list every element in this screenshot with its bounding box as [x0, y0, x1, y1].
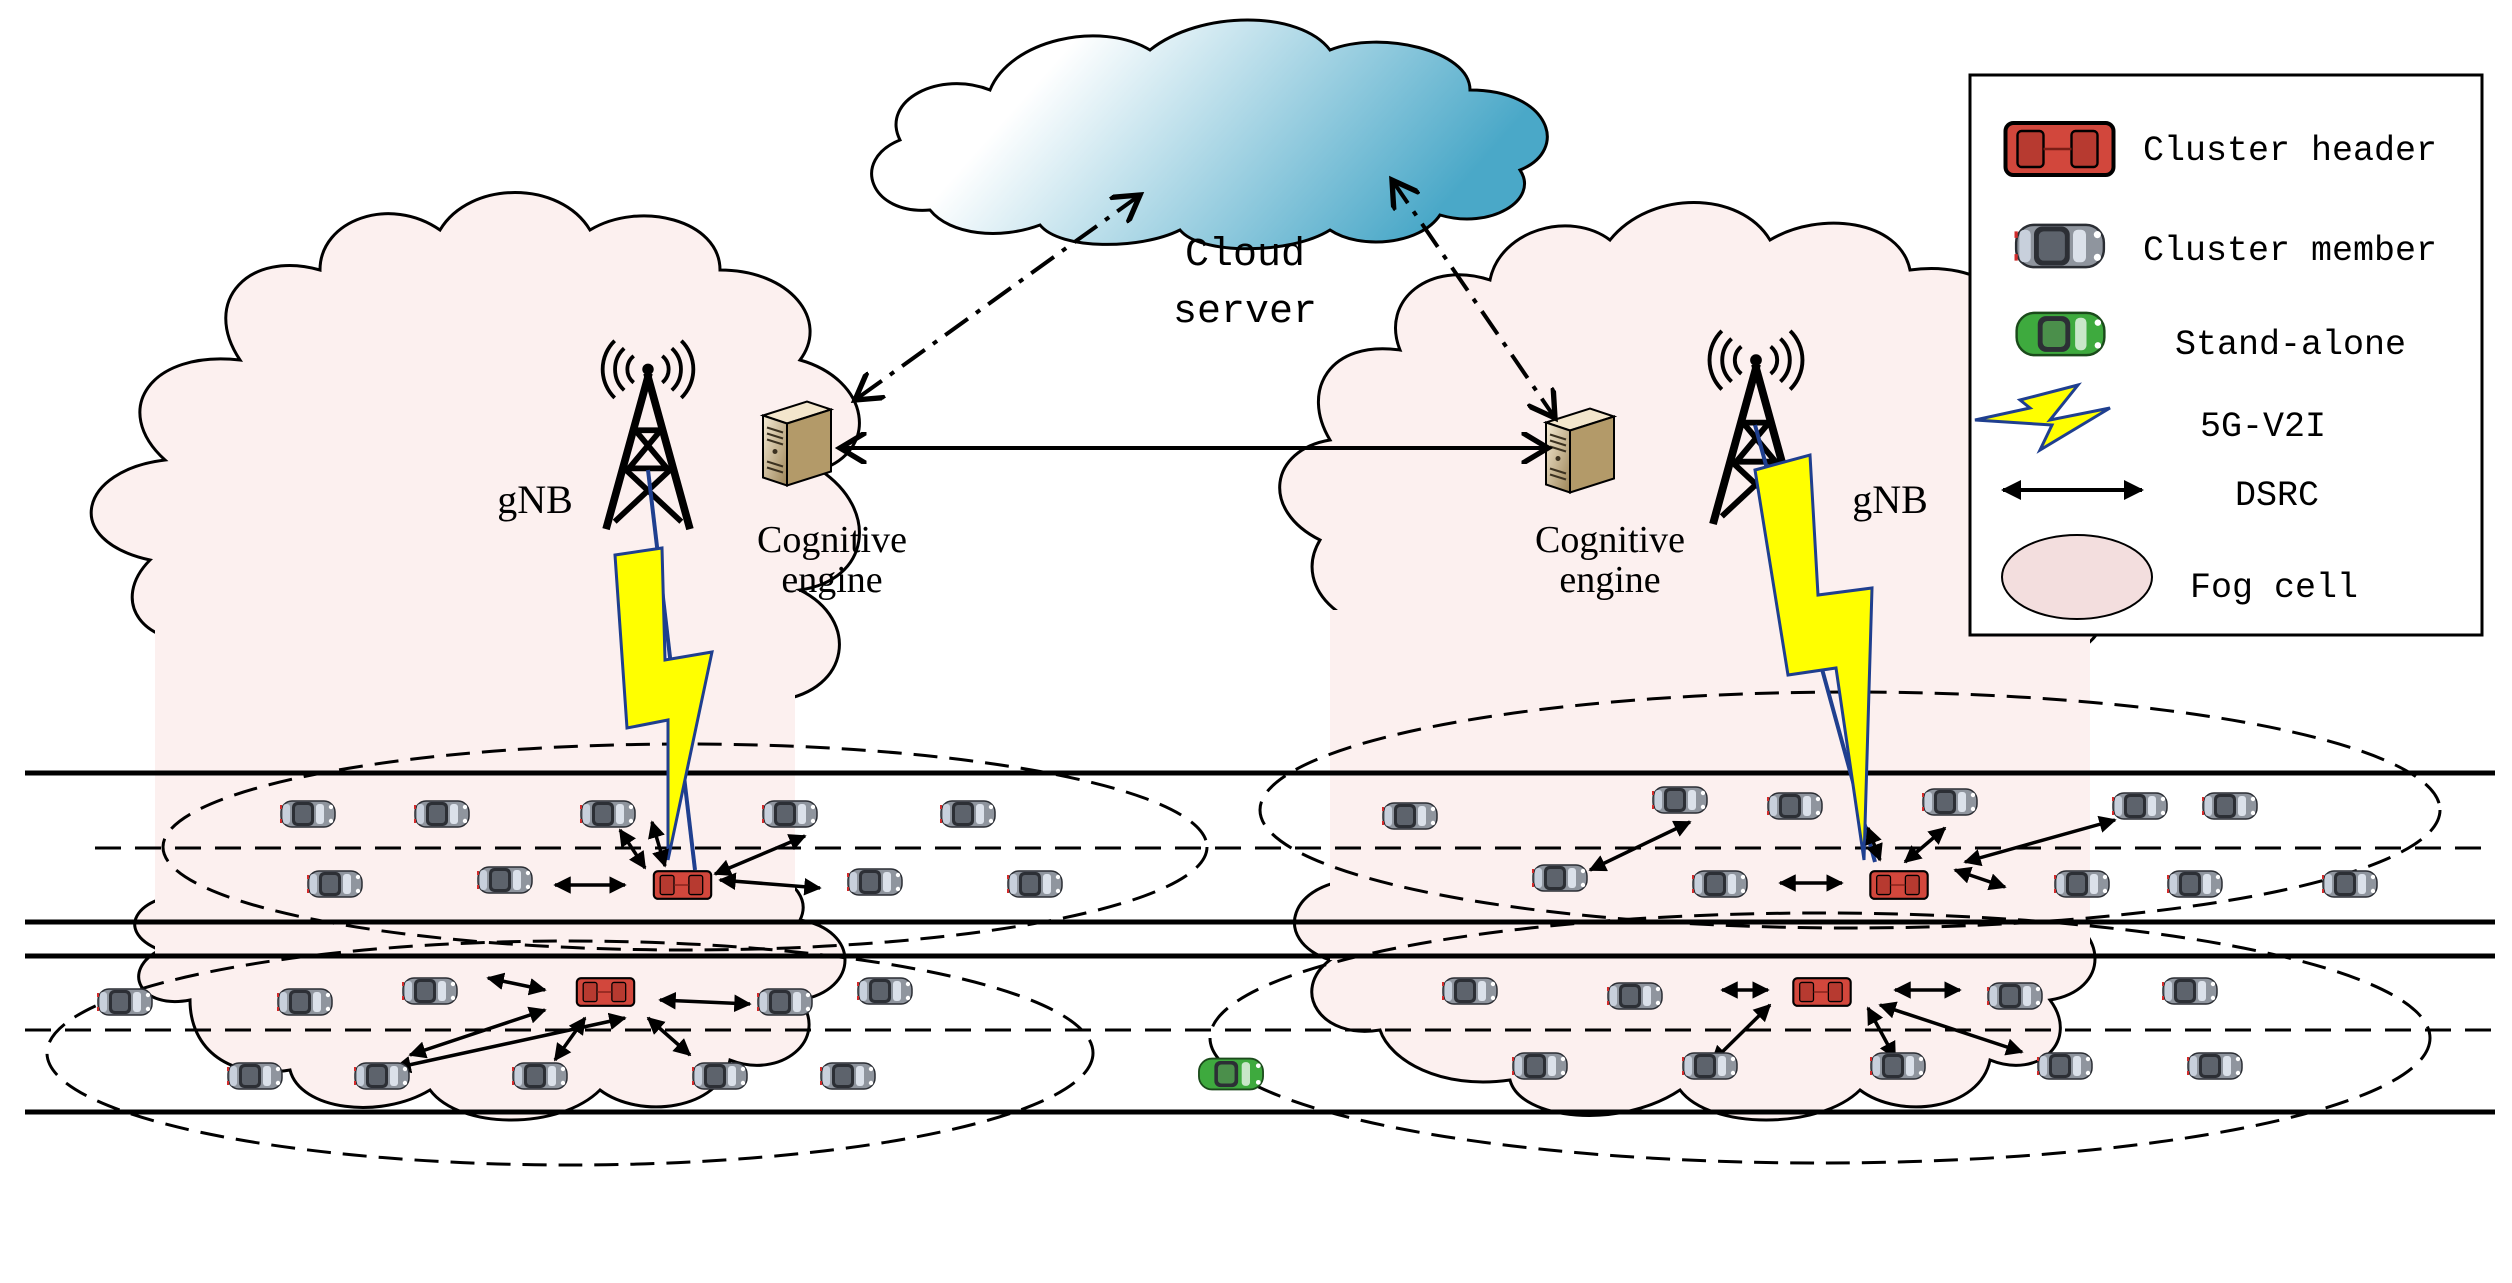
- legend-label-fog-cell: Fog cell: [2190, 568, 2358, 608]
- gnb-label-left: gNB: [497, 477, 573, 522]
- lightning-icon: [1753, 453, 1874, 861]
- server-icon: [761, 400, 833, 487]
- cluster-header-car-icon: [1868, 869, 1930, 901]
- backbone-links: [840, 180, 1555, 448]
- cluster-member-car-icon: [2053, 870, 2110, 898]
- right-cognitive-engine: Cognitive engine: [1535, 407, 1685, 601]
- lightning-icon: [613, 546, 714, 861]
- engine-label-left-line2: engine: [781, 559, 882, 601]
- stand-alone-car-icon: [1198, 1057, 1264, 1091]
- cluster-member-car-icon: [1511, 1052, 1568, 1080]
- legend-fog-cell-icon: [2001, 534, 2153, 620]
- cluster-member-car-icon: [306, 870, 363, 898]
- cloud-server: Cloud server: [870, 18, 1549, 335]
- cluster-member-car-icon: [279, 800, 336, 828]
- engine-label-right-line1: Cognitive: [1535, 519, 1685, 561]
- cluster-member-car-icon: [819, 1062, 876, 1090]
- server-icon: [1544, 407, 1616, 494]
- cluster-member-car-icon: [2321, 870, 2378, 898]
- dsrc-links: [393, 815, 2117, 1074]
- cluster-member-car-icon: [846, 868, 903, 896]
- cluster-member-car-icon: [96, 988, 153, 1016]
- left-base-station: gNB: [497, 341, 693, 526]
- cluster-member-car-icon: [2201, 792, 2258, 820]
- fog-cell-left: [89, 191, 861, 1122]
- right-base-station: gNB: [1710, 331, 1928, 522]
- cluster-member-car-icon: [2186, 1052, 2243, 1080]
- cluster-member-car-icon: [1531, 864, 1588, 892]
- cluster-member-car-icon: [691, 1062, 748, 1090]
- cluster-member-car-icon: [579, 800, 636, 828]
- cluster-member-car-icon: [353, 1062, 410, 1090]
- legend-label-5g-v2i: 5G-V2I: [2200, 407, 2326, 447]
- left-cognitive-engine: Cognitive engine: [757, 400, 907, 601]
- cloud-label-line2: server: [1173, 290, 1317, 335]
- cluster-member-car-icon: [2161, 977, 2218, 1005]
- cluster-member-car-icon: [2036, 1052, 2093, 1080]
- cluster-header-car-icon: [652, 869, 713, 901]
- engine-label-left-line1: Cognitive: [757, 519, 907, 561]
- cluster-member-car-icon: [1986, 982, 2043, 1010]
- cluster-member-car-icon: [1381, 802, 1438, 830]
- legend-cluster-member-icon: [2013, 223, 2106, 269]
- cluster-member-car-icon: [761, 800, 818, 828]
- legend-label-cluster-member: Cluster member: [2143, 231, 2437, 271]
- cluster-header-car-icon: [1791, 976, 1853, 1008]
- legend-label-stand-alone: Stand-alone: [2175, 325, 2406, 365]
- legend-cluster-header-icon: [2006, 123, 2114, 175]
- gnb-label-right: gNB: [1852, 477, 1928, 522]
- legend: Cluster header Cluster member Stand-alon…: [1968, 73, 2484, 637]
- cluster-member-car-icon: [401, 977, 458, 1005]
- cluster-member-car-icon: [413, 800, 470, 828]
- engine-label-right-line2: engine: [1559, 559, 1660, 601]
- cluster-member-car-icon: [1006, 870, 1063, 898]
- legend-stand-alone-icon: [2015, 311, 2106, 357]
- fog-cell-right: [1278, 201, 2132, 1122]
- cluster-member-car-icon: [276, 988, 333, 1016]
- cluster-member-car-icon: [1651, 786, 1708, 814]
- cluster-member-car-icon: [1766, 792, 1823, 820]
- cluster-member-car-icon: [1921, 788, 1978, 816]
- cluster-member-car-icon: [226, 1062, 283, 1090]
- cloud-label-line1: Cloud: [1185, 233, 1305, 278]
- cluster-member-car-icon: [1869, 1052, 1926, 1080]
- cluster-member-car-icon: [1691, 870, 1748, 898]
- v2i-links: [613, 424, 1877, 871]
- cluster-member-car-icon: [476, 866, 533, 894]
- cluster-header-car-icon: [575, 976, 636, 1008]
- legend-label-dsrc: DSRC: [2235, 476, 2319, 516]
- cluster-member-car-icon: [1441, 977, 1498, 1005]
- legend-lightning-icon: [1974, 382, 2111, 454]
- legend-label-cluster-header: Cluster header: [2143, 131, 2437, 171]
- cluster-member-car-icon: [856, 977, 913, 1005]
- cluster-member-car-icon: [511, 1062, 568, 1090]
- cluster-member-car-icon: [756, 988, 813, 1016]
- cluster-member-car-icon: [1681, 1052, 1738, 1080]
- cluster-member-car-icon: [939, 800, 996, 828]
- cluster-member-car-icon: [2111, 792, 2168, 820]
- cluster-member-car-icon: [1606, 982, 1663, 1010]
- cluster-member-car-icon: [2166, 870, 2223, 898]
